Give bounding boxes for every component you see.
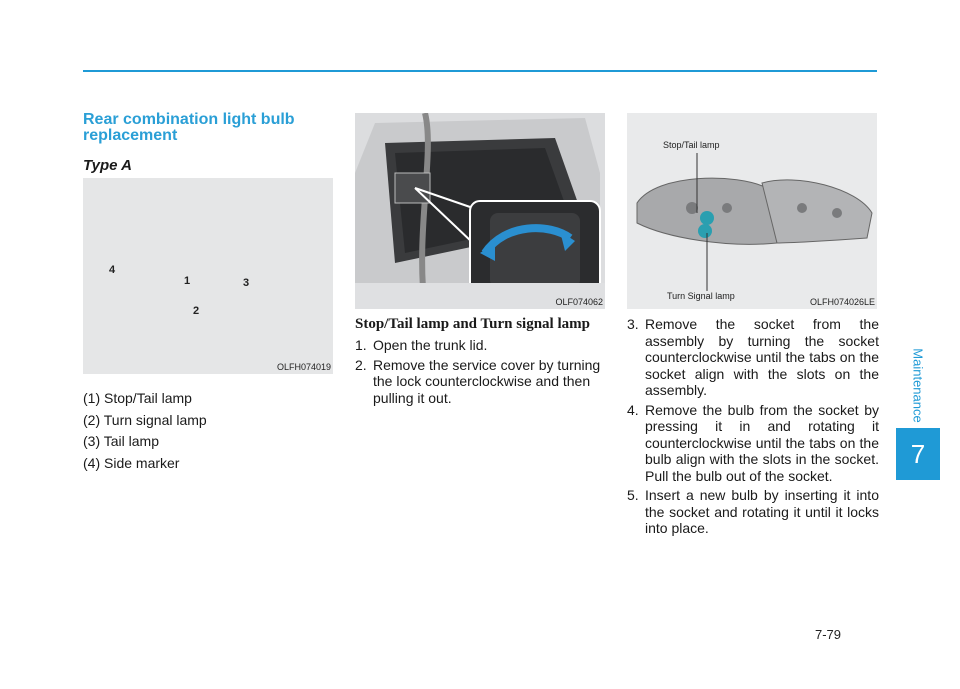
lamp-assembly-illustration	[636, 153, 873, 291]
callout-3: 3	[243, 277, 250, 289]
page-number: 7-79	[815, 627, 842, 642]
callout-1: 1	[184, 275, 191, 287]
trunk-illustration	[355, 113, 605, 309]
step-item: 5. Insert a new bulb by inserting it int…	[627, 487, 879, 537]
step-text: Remove the bulb from the socket by press…	[645, 401, 879, 484]
step-item: 4. Remove the bulb from the socket by pr…	[627, 402, 879, 485]
figure-code: OLFH074026LE	[809, 297, 875, 307]
figure-rear-light-diagram: 4 1 3 2 OLFH074019	[83, 178, 333, 374]
step-number: 3.	[627, 316, 639, 332]
type-label: Type A	[83, 157, 132, 174]
chapter-number-tab: 7	[896, 428, 940, 480]
step-text: Open the trunk lid.	[373, 337, 488, 353]
steps-list-middle: 1. Open the trunk lid. 2. Remove the ser…	[355, 337, 605, 409]
label-turn-signal-lamp: Turn Signal lamp	[667, 291, 735, 301]
step-item: 3. Remove the socket from the assembly b…	[627, 316, 879, 399]
callout-2: 2	[193, 305, 200, 317]
chapter-label-text: Maintenance	[910, 347, 926, 423]
figure-code: OLFH074019	[276, 362, 331, 372]
callout-4: 4	[109, 264, 116, 276]
list-item: (4) Side marker	[83, 454, 180, 471]
step-number: 2.	[355, 356, 367, 373]
figure-trunk-service-cover: OLF074062	[355, 113, 605, 309]
subsection-title: Stop/Tail lamp and Turn signal lamp	[355, 316, 590, 332]
figure-code: OLF074062	[555, 297, 603, 307]
figure-lamp-assembly: Stop/Tail lamp Turn Signal lamp OLFH0740…	[627, 113, 877, 309]
step-item: 2. Remove the service cover by turning t…	[355, 357, 605, 407]
step-number: 1.	[355, 337, 367, 353]
list-item: (1) Stop/Tail lamp	[83, 390, 192, 406]
section-title: Rear combination light bulb replacement	[83, 111, 295, 144]
steps-list-right: 3. Remove the socket from the assembly b…	[627, 316, 879, 540]
label-stop-tail-lamp: Stop/Tail lamp	[663, 140, 720, 150]
step-number: 5.	[627, 487, 639, 503]
step-text: Remove the service cover by turning the …	[373, 356, 601, 406]
header-rule	[83, 70, 877, 72]
chapter-side-label: Maintenance	[908, 340, 928, 430]
step-text: Remove the socket from the assembly by t…	[645, 316, 879, 398]
parts-list: (1) Stop/Tail lamp (2) Turn signal lamp …	[83, 388, 207, 474]
step-number: 4.	[627, 401, 639, 418]
list-item: (2) Turn signal lamp	[83, 411, 207, 428]
step-text: Insert a new bulb by inserting it into t…	[645, 487, 879, 536]
list-item: (3) Tail lamp	[83, 433, 159, 449]
step-item: 1. Open the trunk lid.	[355, 337, 605, 354]
